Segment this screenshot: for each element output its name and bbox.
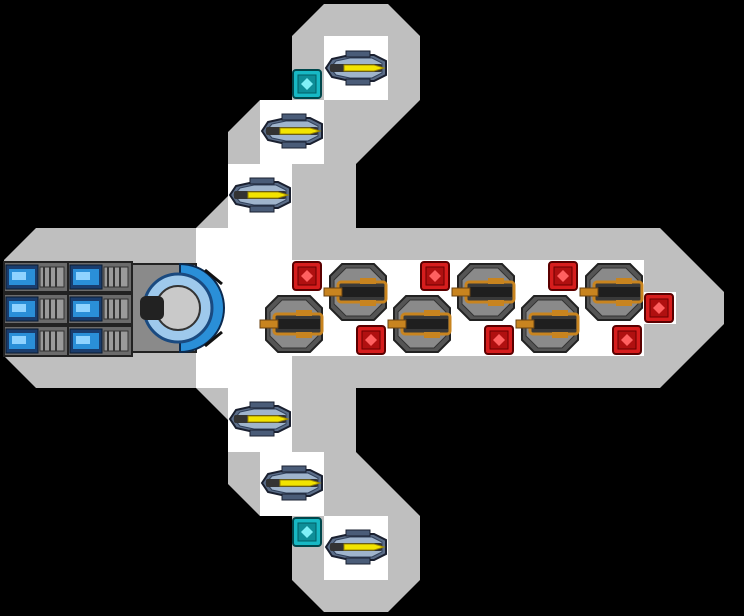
battery-icon [3, 261, 69, 293]
battery-icon [67, 293, 133, 325]
shield-block-icon [292, 69, 322, 99]
cannon-turret-icon [386, 294, 452, 354]
cannon-turret-icon [578, 262, 644, 322]
battery-icon [3, 293, 69, 325]
cannon-turret-icon [258, 294, 324, 354]
cannon-turret-icon [514, 294, 580, 354]
cannon-turret-icon [450, 262, 516, 322]
battery-bank [3, 261, 133, 357]
cannon-turret-icon [322, 262, 388, 322]
battery-icon [67, 261, 133, 293]
battery-icon [3, 325, 69, 357]
armor-block-icon [356, 325, 386, 355]
armor-block-icon [292, 261, 322, 291]
armor-block-icon [548, 261, 578, 291]
cockpit-icon [131, 262, 225, 354]
armor-block-icon [644, 293, 674, 323]
armor-block-icon [484, 325, 514, 355]
battery-icon [67, 325, 133, 357]
armor-block-icon [612, 325, 642, 355]
armor-block-icon [420, 261, 450, 291]
shield-block-icon [292, 517, 322, 547]
